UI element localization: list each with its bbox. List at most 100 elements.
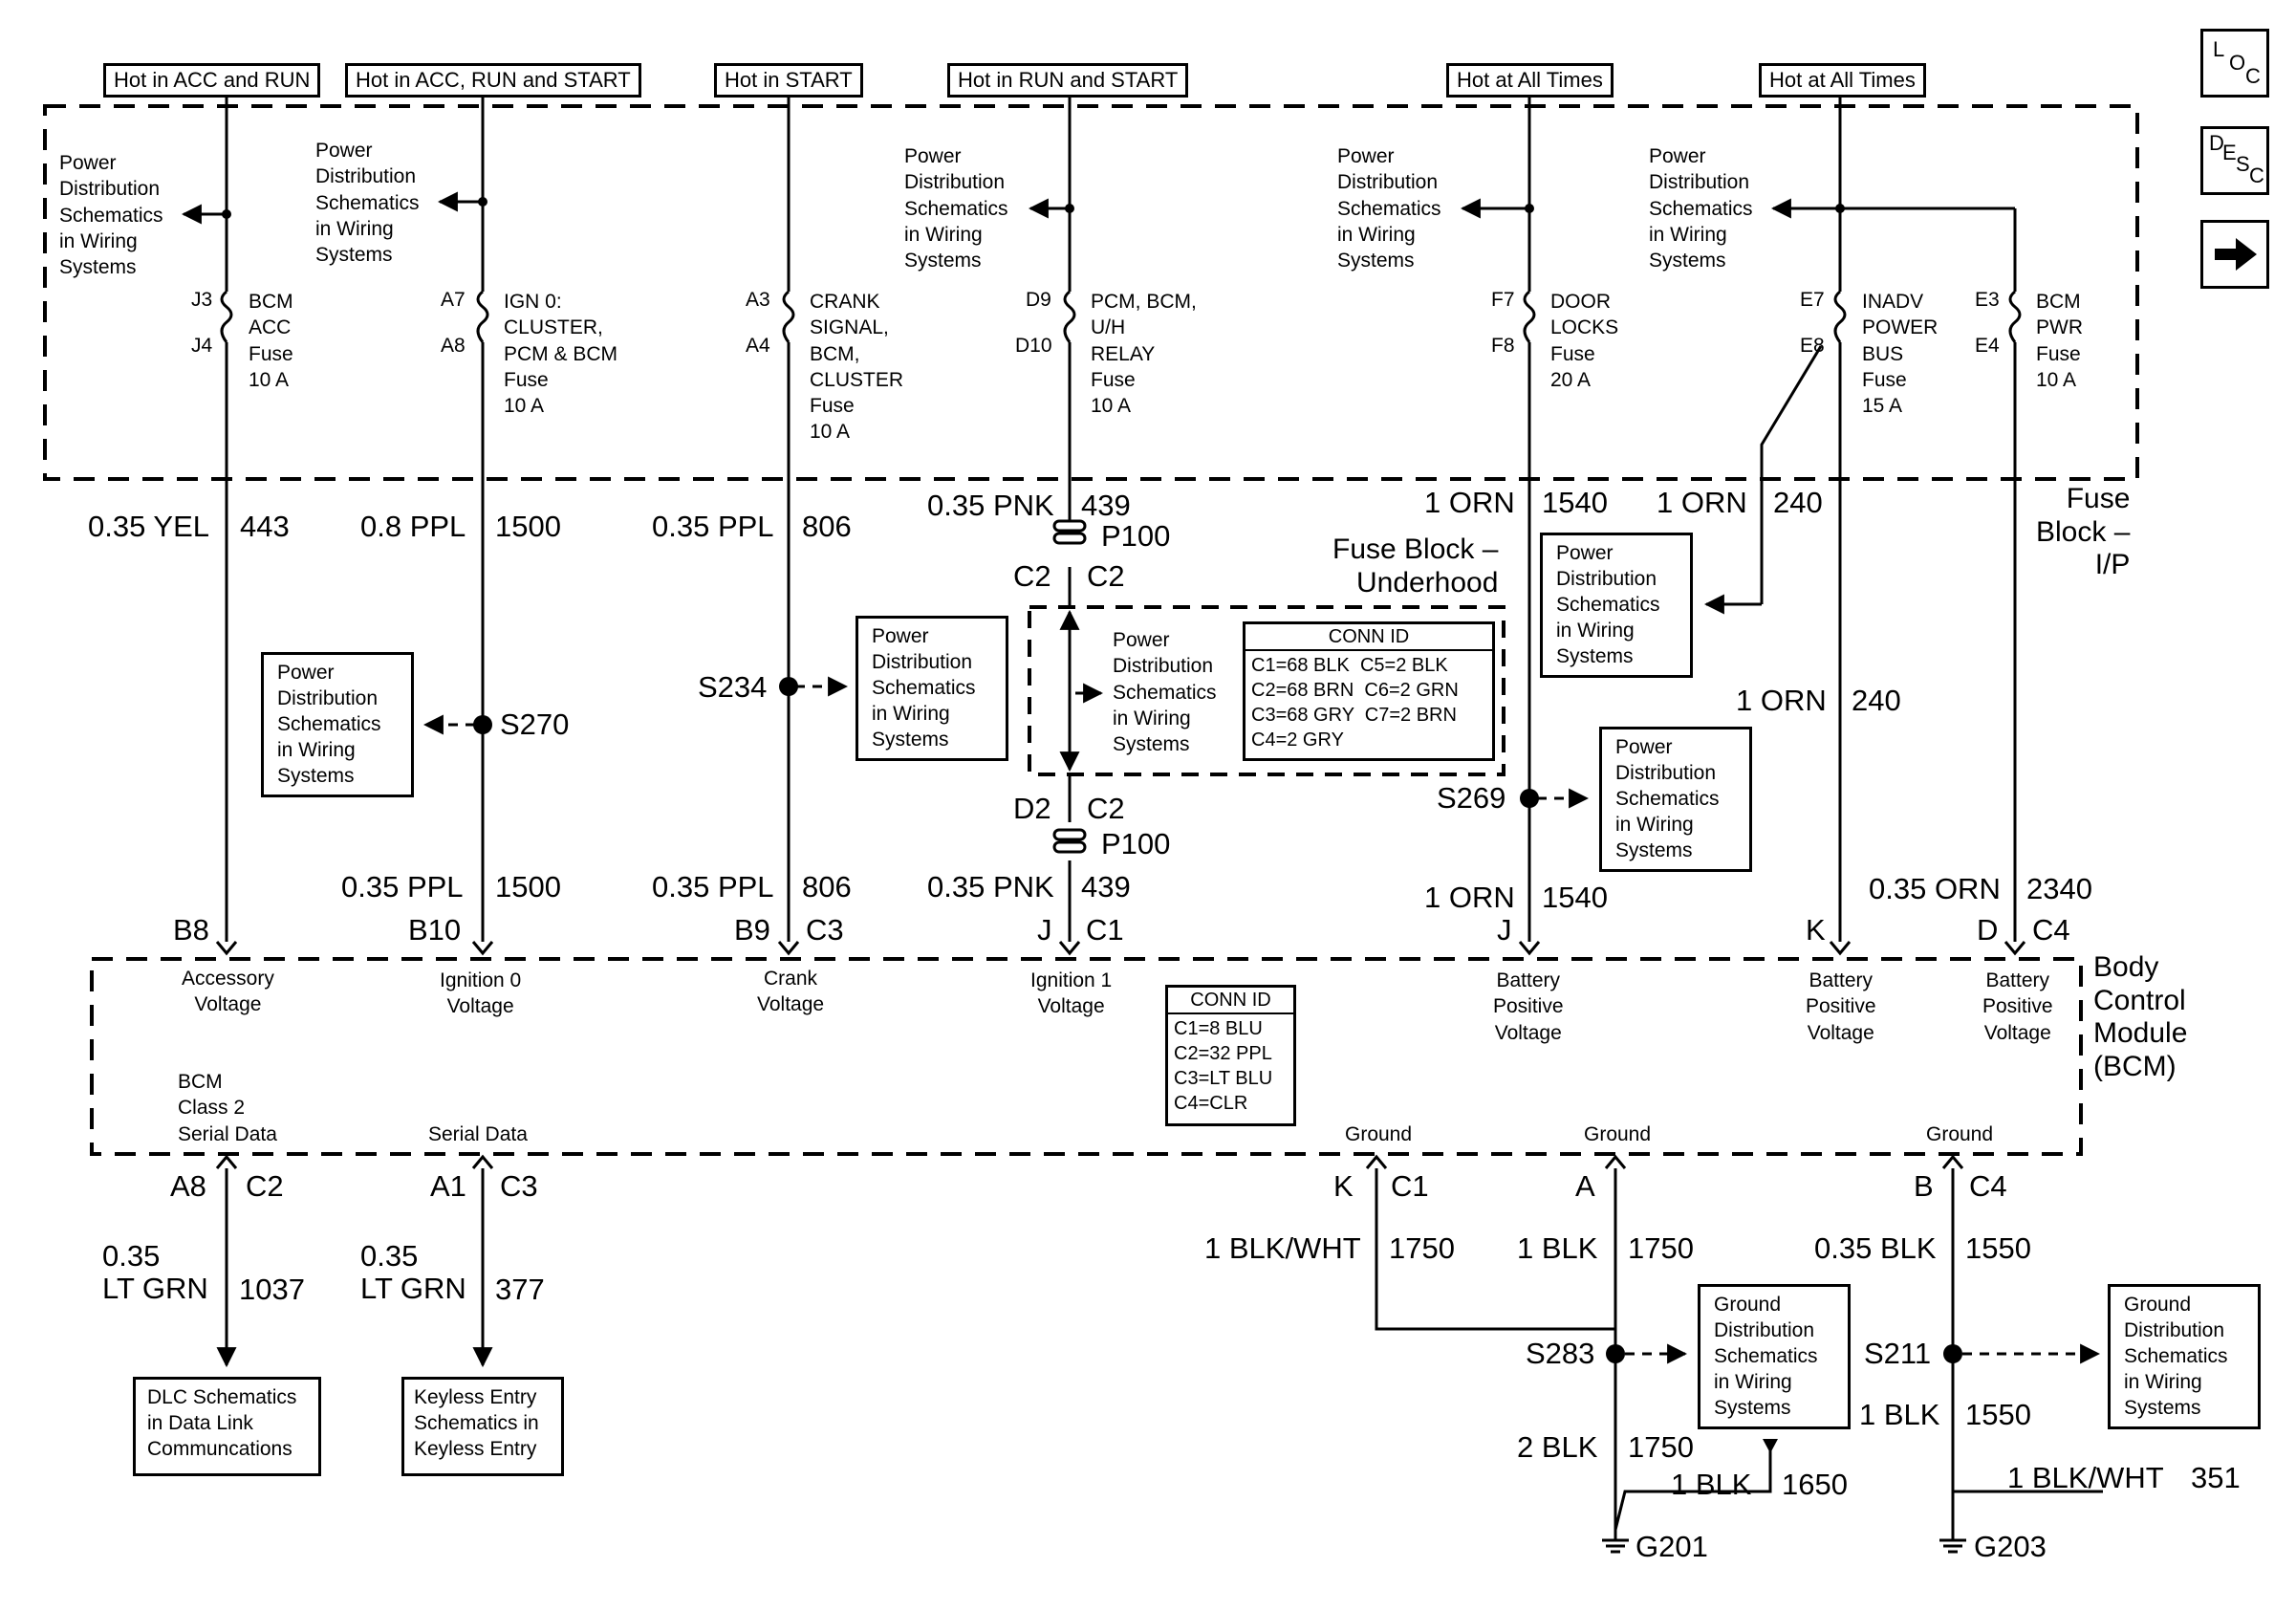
wire-2340-circuit: 2340 bbox=[2026, 872, 2092, 905]
wire-1750b-circuit: 1750 bbox=[1628, 1231, 1694, 1265]
wire-1650-circuit: 1650 bbox=[1782, 1468, 1848, 1501]
wire-443-circuit: 443 bbox=[240, 510, 290, 543]
wire-1550a-gauge: 0.35 BLK bbox=[1814, 1231, 1937, 1265]
p100-bot-right: C2 bbox=[1087, 792, 1125, 825]
fuse-2-top: A7 bbox=[441, 289, 466, 311]
wire-1550a-circuit: 1550 bbox=[1965, 1231, 2031, 1265]
fuse-6-bot: E8 bbox=[1800, 335, 1825, 357]
splice-s211: S211 bbox=[1864, 1337, 1932, 1370]
bcm-pin-marks bbox=[215, 941, 2026, 1169]
wire-1540b-gauge: 1 ORN bbox=[1424, 881, 1515, 914]
pds-box-s269[interactable]: Power Distribution Schematics in Wiring … bbox=[1599, 727, 1752, 872]
bcm-pin-j-c1: J bbox=[1037, 913, 1052, 947]
fuse-4-name: PCM, BCM, U/H RELAY Fuse 10 A bbox=[1091, 291, 1197, 418]
loc-button[interactable]: L O C bbox=[2200, 29, 2269, 98]
header-hot-all-times-2: Hot at All Times bbox=[1759, 63, 1926, 98]
bcm-pin-a8-conn: C2 bbox=[246, 1169, 284, 1203]
dest-arrows bbox=[216, 1339, 493, 1368]
fuse-2-bot: A8 bbox=[441, 335, 466, 357]
bcm-pin-a-gnd: A bbox=[1575, 1169, 1595, 1203]
bcm-label-ground-1: Ground bbox=[1345, 1123, 1413, 1145]
bcm-conn-id: CONN ID C1=8 BLU C2=32 PPL C3=LT BLU C4=… bbox=[1165, 985, 1296, 1126]
underhood-conn-id-title: CONN ID bbox=[1245, 624, 1492, 651]
fuse-5-bot: F8 bbox=[1491, 335, 1515, 357]
bcm-conn-id-row: C4=CLR bbox=[1174, 1093, 1248, 1114]
gds-box-s283[interactable]: Ground Distribution Schematics in Wiring… bbox=[1698, 1284, 1851, 1429]
splice-s270: S270 bbox=[500, 708, 570, 741]
fuse-block-underhood-label: Fuse Block – Underhood bbox=[1332, 533, 1499, 599]
fuse-block-underhood-outline bbox=[1028, 605, 1505, 776]
bcm-label-ground-2: Ground bbox=[1584, 1123, 1652, 1145]
wire-1550b-circuit: 1550 bbox=[1965, 1398, 2031, 1431]
pds-label-2: Power Distribution Schematics in Wiring … bbox=[315, 140, 420, 267]
desc-button[interactable]: D E S C bbox=[2200, 126, 2269, 195]
pds-label-3: Power Distribution Schematics in Wiring … bbox=[904, 145, 1008, 272]
p100-connectors bbox=[1052, 519, 1087, 854]
fuse-symbols bbox=[220, 290, 2022, 343]
wire-377-circuit: 377 bbox=[495, 1273, 545, 1306]
wire-806a-circuit: 806 bbox=[802, 510, 852, 543]
wire-1540b-circuit: 1540 bbox=[1542, 881, 1608, 914]
fuse-1-name: BCM ACC Fuse 10 A bbox=[249, 291, 293, 391]
fuse-block-ip-outline bbox=[43, 104, 2139, 481]
wire-240a-gauge: 1 ORN bbox=[1657, 486, 1747, 519]
fuse-6-top: E7 bbox=[1800, 289, 1825, 311]
underhood-conn-id-row: C1=68 BLK C5=2 BLK bbox=[1251, 655, 1448, 676]
gds-box-s211[interactable]: Ground Distribution Schematics in Wiring… bbox=[2108, 1284, 2261, 1429]
wire-240b-circuit: 240 bbox=[1852, 684, 1901, 717]
wire-439b-gauge: 0.35 PNK bbox=[927, 870, 1054, 903]
fuse-4-top: D9 bbox=[1026, 289, 1051, 311]
bcm-conn-id-title: CONN ID bbox=[1168, 988, 1293, 1014]
arrow-right-icon bbox=[2215, 238, 2257, 271]
bcm-conn-id-row: C2=32 PPL bbox=[1174, 1043, 1272, 1064]
fuse-3-top: A3 bbox=[746, 289, 770, 311]
fuse-1-bot: J4 bbox=[191, 335, 213, 357]
bcm-pin-k: K bbox=[1806, 913, 1826, 947]
bcm-pin-b-gnd-conn: C4 bbox=[1969, 1169, 2007, 1203]
ground-g201: G201 bbox=[1635, 1530, 1708, 1563]
splice-s234: S234 bbox=[698, 670, 768, 704]
header-hot-start: Hot in START bbox=[714, 63, 863, 98]
bcm-label-ignition1: Ignition 1 Voltage bbox=[1030, 969, 1113, 1018]
next-button[interactable] bbox=[2200, 220, 2269, 289]
fuse-1-top: J3 bbox=[191, 289, 213, 311]
wire-439b-circuit: 439 bbox=[1081, 870, 1131, 903]
splice-s283: S283 bbox=[1526, 1337, 1595, 1370]
bcm-label-battery-1: Battery Positive Voltage bbox=[1493, 969, 1564, 1044]
splice-s269: S269 bbox=[1437, 781, 1506, 815]
pds-box-240[interactable]: Power Distribution Schematics in Wiring … bbox=[1540, 533, 1693, 678]
keyless-entry-link[interactable]: Keyless Entry Schematics in Keyless Entr… bbox=[401, 1377, 564, 1476]
p100-top-label: P100 bbox=[1101, 519, 1171, 553]
header-hot-run-start: Hot in RUN and START bbox=[947, 63, 1189, 98]
fuse-4-bot: D10 bbox=[1015, 335, 1052, 357]
bcm-pin-j-c1-conn: C1 bbox=[1086, 913, 1124, 947]
wire-1500b-circuit: 1500 bbox=[495, 870, 561, 903]
fuse-3-bot: A4 bbox=[746, 335, 770, 357]
p100-top-left: C2 bbox=[1013, 559, 1051, 593]
desc-icon: D E S C bbox=[2209, 131, 2264, 187]
wire-443-gauge: 0.35 YEL bbox=[88, 510, 209, 543]
bcm-pin-d-conn: C4 bbox=[2032, 913, 2070, 947]
pds-label-4: Power Distribution Schematics in Wiring … bbox=[1337, 145, 1441, 272]
wire-1500a-circuit: 1500 bbox=[495, 510, 561, 543]
bcm-pin-b9: B9 bbox=[734, 913, 770, 947]
pds-box-s270[interactable]: Power Distribution Schematics in Wiring … bbox=[261, 652, 414, 797]
wires bbox=[225, 86, 2103, 1531]
pds-label-1: Power Distribution Schematics in Wiring … bbox=[59, 152, 163, 279]
dashed-arrows bbox=[422, 676, 2101, 1364]
dlc-schematics-link[interactable]: DLC Schematics in Data Link Communcation… bbox=[133, 1377, 321, 1476]
wire-351-gauge: 1 BLK/WHT bbox=[2007, 1461, 2164, 1494]
bcm-pin-a1: A1 bbox=[430, 1169, 466, 1203]
wire-1500a-gauge: 0.8 PPL bbox=[360, 510, 466, 543]
wire-1650-gauge: 1 BLK bbox=[1671, 1468, 1752, 1501]
bcm-label-battery-3: Battery Positive Voltage bbox=[1982, 969, 2053, 1044]
pds-box-s234[interactable]: Power Distribution Schematics in Wiring … bbox=[856, 616, 1008, 761]
header-hot-all-times-1: Hot at All Times bbox=[1446, 63, 1614, 98]
fuse-3-name: CRANK SIGNAL, BCM, CLUSTER Fuse 10 A bbox=[810, 291, 904, 444]
wire-1500b-gauge: 0.35 PPL bbox=[341, 870, 464, 903]
wire-1750b-gauge: 1 BLK bbox=[1517, 1231, 1598, 1265]
wire-439a-circuit: 439 bbox=[1081, 489, 1131, 522]
ground-symbols bbox=[1602, 1530, 1966, 1554]
bcm-label-serial-data: Serial Data bbox=[428, 1123, 528, 1145]
bcm-label-battery-2: Battery Positive Voltage bbox=[1806, 969, 1876, 1044]
